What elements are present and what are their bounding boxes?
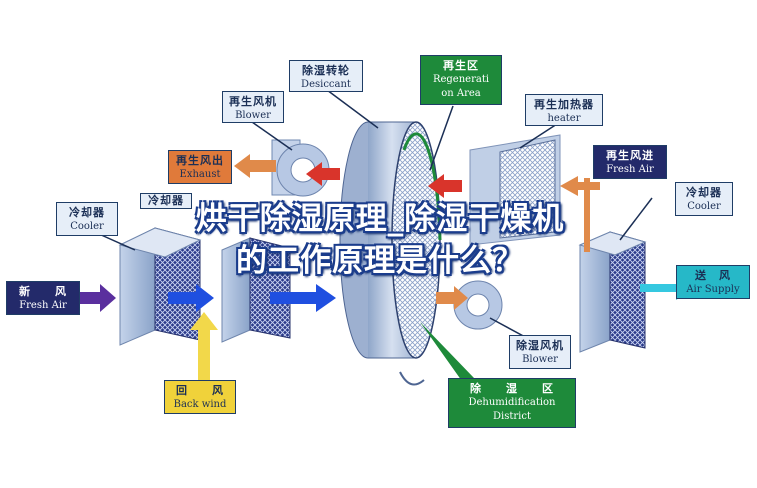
label-air-supply: 送 风 Air Supply (676, 265, 750, 299)
label-cooler-right: 冷却器 Cooler (675, 182, 733, 216)
arrow-process-after-wheel (436, 286, 468, 310)
label-dehumid-blower: 除湿风机 Blower (509, 335, 571, 369)
label-regeneration-area: 再生区 Regenerati on Area (420, 55, 502, 105)
arrow-regen-fresh-air (560, 176, 600, 252)
arrow-regen-from-wheel (306, 162, 340, 186)
right-cooler-coil (578, 231, 647, 353)
precooler-coil (221, 237, 291, 343)
desiccant-wheel (339, 121, 442, 386)
dehumid-blower-icon (453, 280, 503, 330)
label-dehumid-district: 除 湿 区 Dehumidification District (448, 378, 576, 428)
regeneration-duct (469, 134, 561, 246)
overlay-title: 烘干除湿原理_除湿干燥机 的工作原理是什么？ (60, 198, 700, 282)
arrow-exhaust (234, 154, 276, 178)
label-regen-exhaust: 再生风出 Exhaust (168, 150, 232, 184)
label-desiccant: 除湿转轮 Desiccant (289, 60, 363, 92)
overlay-title-line1: 烘干除湿原理_除湿干燥机 (195, 201, 565, 237)
label-fresh-air: 新 风 Fresh Air (6, 281, 80, 315)
arrow-process-1 (168, 284, 214, 312)
overlay-title-line2: 的工作原理是什么？ (236, 243, 524, 279)
label-cooler-left: 冷却器 Cooler (56, 202, 118, 236)
label-cooler-left-partial: 冷却器 (140, 193, 192, 209)
label-back-wind: 回 风 Back wind (164, 380, 236, 414)
arrow-process-2 (270, 284, 336, 312)
arrow-back-wind (190, 312, 218, 380)
label-regen-fresh-air: 再生风进 Fresh Air (593, 145, 667, 179)
dehumid-district-pointer (420, 322, 474, 384)
label-regen-heater: 再生加热器 heater (525, 94, 603, 126)
label-regen-blower: 再生风机 Blower (222, 91, 284, 123)
arrow-fresh-air-in (80, 284, 116, 312)
left-cooler-coil (118, 227, 202, 346)
arrow-regen-to-wheel (428, 174, 462, 198)
